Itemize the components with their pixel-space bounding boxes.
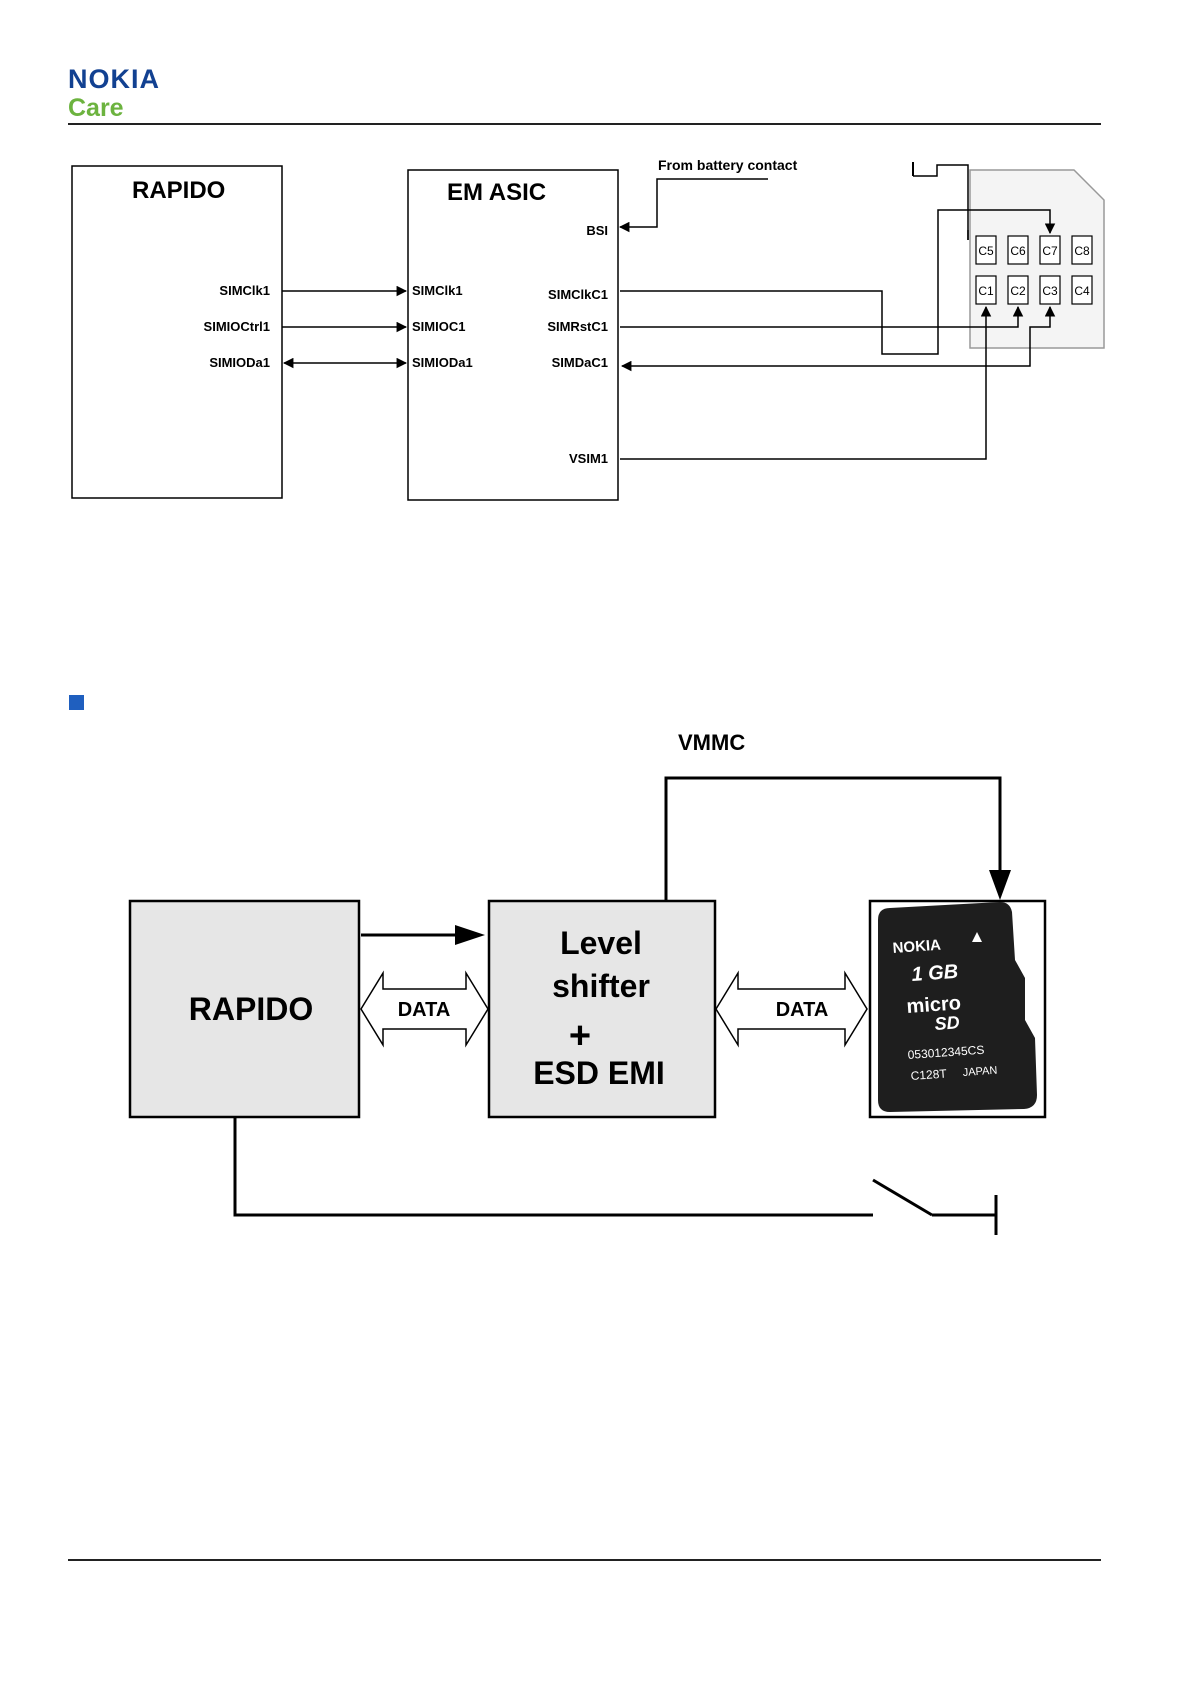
asic-pin-simioda1: SIMIODa1 — [412, 355, 473, 370]
microsd-logo-bottom: SD — [934, 1012, 960, 1034]
control-arrowhead — [455, 925, 485, 945]
wire-ground-c5 — [913, 165, 968, 240]
contact-c1-label: C1 — [978, 284, 994, 298]
vmmc-label: VMMC — [678, 730, 745, 755]
em-asic-title: EM ASIC — [447, 179, 546, 206]
asic-pin-simioc1: SIMIOC1 — [412, 319, 465, 334]
data-label-right: DATA — [776, 999, 829, 1021]
battery-contact-label: From battery contact — [658, 157, 798, 173]
rapido-pin-simioctrl1: SIMIOCtrl1 — [204, 319, 270, 334]
sim-interface-diagram: RAPIDO SIMClk1 SIMIOCtrl1 SIMIODa1 EM AS… — [0, 0, 1191, 560]
contact-c8-label: C8 — [1074, 244, 1090, 258]
asic-pin-simclkc1: SIMClkC1 — [548, 287, 608, 302]
rapido-pin-simioda1: SIMIODa1 — [209, 355, 270, 370]
asic-pin-bsi: BSI — [586, 223, 608, 238]
microsd-origin: JAPAN — [962, 1065, 997, 1079]
asic-pin-simrstc1: SIMRstC1 — [547, 319, 608, 334]
wire-vmmc — [666, 778, 1000, 901]
level-shifter-line1: Level — [560, 925, 642, 961]
level-shifter-line3: ESD EMI — [533, 1055, 665, 1091]
card-detect-switch — [873, 1180, 932, 1215]
microsd-brand: NOKIA — [892, 937, 942, 957]
rapido-pin-simclk1: SIMClk1 — [219, 283, 270, 298]
contact-c4-label: C4 — [1074, 284, 1090, 298]
contact-c6-label: C6 — [1010, 244, 1026, 258]
data-label-left: DATA — [398, 999, 451, 1021]
mmc-rapido-label: RAPIDO — [189, 991, 313, 1027]
contact-c3-label: C3 — [1042, 284, 1058, 298]
section-bullet — [69, 695, 84, 710]
microsd-code: C128T — [910, 1066, 948, 1083]
asic-pin-simclk1: SIMClk1 — [412, 283, 463, 298]
contact-c5-label: C5 — [978, 244, 994, 258]
microsd-card-image: NOKIA 1 GB micro SD 053012345CS C128T JA… — [878, 902, 1037, 1112]
vmmc-arrowhead — [989, 870, 1011, 900]
mmc-interface-diagram: VMMC RAPIDO Level shifter + ESD EMI DATA… — [0, 720, 1191, 1260]
wire-simrstc1-c2 — [620, 307, 1018, 327]
asic-pin-vsim1: VSIM1 — [569, 451, 608, 466]
footer-divider — [68, 1559, 1101, 1561]
contact-c7-label: C7 — [1042, 244, 1058, 258]
wire-vsim1-c1 — [620, 307, 986, 459]
level-shifter-plus: + — [569, 1015, 591, 1057]
asic-pin-simdac1: SIMDaC1 — [552, 355, 608, 370]
rapido-title: RAPIDO — [132, 177, 225, 204]
wire-card-detect — [235, 1118, 873, 1215]
wire-bsi — [620, 179, 768, 227]
level-shifter-line2: shifter — [552, 968, 650, 1004]
microsd-capacity: 1 GB — [911, 961, 959, 986]
contact-c2-label: C2 — [1010, 284, 1026, 298]
